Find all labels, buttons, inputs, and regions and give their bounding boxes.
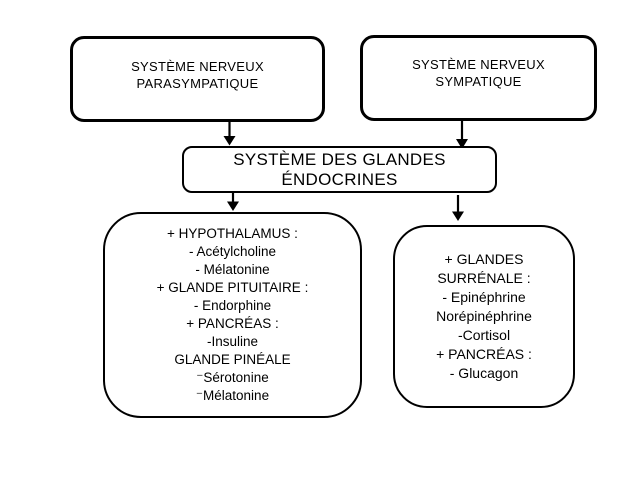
node-text-line: SYSTÈME NERVEUX bbox=[131, 59, 264, 74]
node-text-line: - Acétylcholine bbox=[188, 244, 277, 259]
node-systeme-nerveux-parasympathique: SYSTÈME NERVEUX PARASYMPATIQUE bbox=[70, 36, 325, 122]
node-text-line: - Glucagon bbox=[449, 365, 519, 381]
node-text-line: + HYPOTHALAMUS : bbox=[167, 226, 298, 241]
node-text-line: - Epinéphrine bbox=[442, 289, 526, 305]
node-text-line: -Cortisol bbox=[457, 327, 511, 343]
node-text-line: ÉNDOCRINES bbox=[281, 169, 398, 189]
node-text-line: SYMPATIQUE bbox=[435, 74, 522, 89]
node-text-line: ⁻Mélatonine bbox=[195, 388, 270, 403]
node-text-line: - Endorphine bbox=[193, 298, 272, 313]
node-text-line: SYSTÈME NERVEUX bbox=[412, 57, 545, 72]
node-text-line: SURRÉNALE : bbox=[437, 270, 531, 286]
node-text-line: GLANDE PINÉALE bbox=[174, 352, 291, 367]
arrow-sympathique-to-endocrines-icon bbox=[456, 121, 468, 149]
node-glandes-sympathiques-detail: + GLANDES SURRÉNALE : - Epinéphrine Noré… bbox=[393, 225, 575, 408]
node-systeme-glandes-endocrines: SYSTÈME DES GLANDES ÉNDOCRINES bbox=[182, 146, 497, 193]
node-text-line: + PANCRÉAS : bbox=[186, 316, 279, 331]
node-text-line: + PANCRÉAS : bbox=[436, 346, 532, 362]
arrow-parasympathique-to-endocrines-icon bbox=[223, 122, 236, 146]
node-text-line: PARASYMPATIQUE bbox=[136, 76, 259, 91]
arrow-endocrines-to-right-glands-icon bbox=[452, 195, 464, 221]
node-text-line: SYSTÈME DES GLANDES bbox=[233, 149, 446, 169]
node-text-line: + GLANDE PITUITAIRE : bbox=[156, 280, 309, 295]
node-text-line: Norépinéphrine bbox=[436, 308, 532, 324]
node-text-line: - Mélatonine bbox=[195, 262, 270, 277]
node-glandes-parasympathiques-detail: + HYPOTHALAMUS : - Acétylcholine - Mélat… bbox=[103, 212, 362, 418]
node-text-line: ⁻Sérotonine bbox=[196, 370, 269, 385]
node-text-line: -Insuline bbox=[206, 334, 259, 349]
node-text-line: + GLANDES bbox=[444, 251, 524, 267]
node-systeme-nerveux-sympathique: SYSTÈME NERVEUX SYMPATIQUE bbox=[360, 35, 597, 121]
arrow-endocrines-to-left-glands-icon bbox=[227, 193, 239, 211]
